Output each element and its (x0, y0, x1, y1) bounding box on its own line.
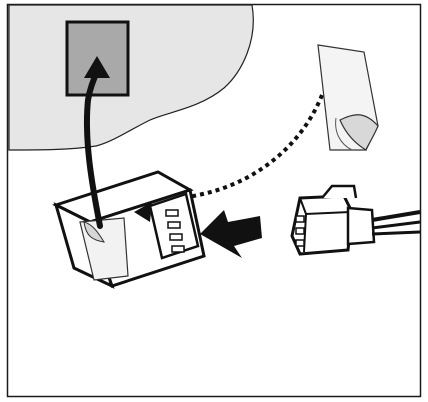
arrow-up-icon (83, 67, 103, 229)
peeled-label-icon (317, 44, 379, 152)
cable-plug (290, 184, 421, 256)
dotted-path-icon (149, 94, 324, 212)
dotted-arrow-head-icon (134, 202, 152, 222)
push-arrow-icon (200, 210, 262, 258)
connector-housing (52, 170, 206, 289)
